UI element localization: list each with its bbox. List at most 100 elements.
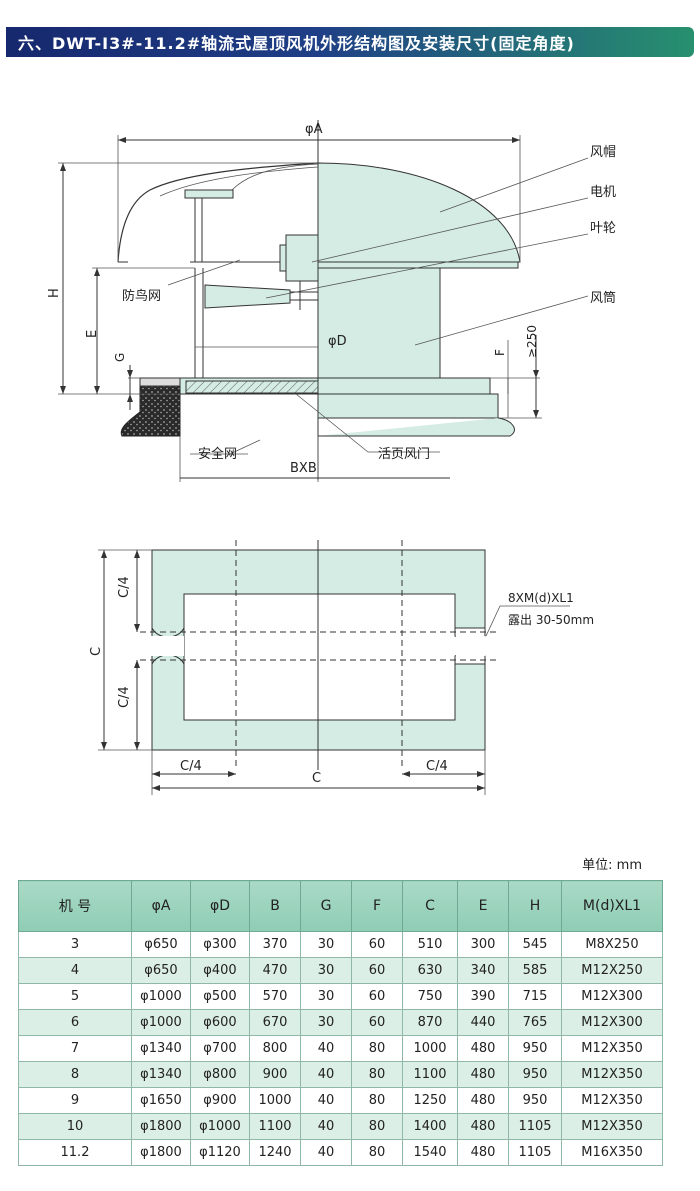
table-row: 7 φ1340 φ700 800 40 80 1000 480 950 M12X… <box>18 1035 663 1062</box>
cell: 1540 <box>402 1139 458 1166</box>
cell: 40 <box>300 1061 352 1088</box>
cell: φ1340 <box>131 1061 191 1088</box>
cell: 40 <box>300 1139 352 1166</box>
cell: 750 <box>402 983 458 1010</box>
impeller <box>204 284 291 309</box>
cell: 7 <box>18 1035 132 1062</box>
dim-c-bottom: C <box>312 771 321 786</box>
cell: 40 <box>300 1113 352 1140</box>
callout-hood: 风帽 <box>590 144 616 160</box>
table-row: 3 φ650 φ300 370 30 60 510 300 545 M8X250 <box>18 931 663 958</box>
cell: 80 <box>351 1139 403 1166</box>
dim-G: G <box>113 353 127 362</box>
col-A: φA <box>131 880 191 932</box>
col-C: C <box>402 880 458 932</box>
cell: φ800 <box>190 1061 250 1088</box>
page-title: 六、DWT-Ⅰ3#-11.2#轴流式屋顶风机外形结构图及安装尺寸(固定角度) <box>6 27 694 57</box>
cell: 900 <box>249 1061 301 1088</box>
col-bolt: M(d)XL1 <box>561 880 663 932</box>
cell: 60 <box>351 957 403 984</box>
unit-label: 单位: mm <box>582 858 642 873</box>
callout-duct: 风筒 <box>590 290 616 306</box>
cell: 40 <box>300 1035 352 1062</box>
dim-E: E <box>85 330 100 338</box>
cell: M8X250 <box>561 931 663 958</box>
cell: M12X300 <box>561 1009 663 1036</box>
cell: M12X250 <box>561 957 663 984</box>
cell: M16X350 <box>561 1139 663 1166</box>
dim-H: H <box>47 288 62 298</box>
cell: M12X350 <box>561 1087 663 1114</box>
cell: 950 <box>508 1087 562 1114</box>
table-row: 8 φ1340 φ800 900 40 80 1100 480 950 M12X… <box>18 1061 663 1088</box>
cell: 1100 <box>249 1113 301 1140</box>
cell: 800 <box>249 1035 301 1062</box>
cell: 1400 <box>402 1113 458 1140</box>
cell: 370 <box>249 931 301 958</box>
cell: M12X350 <box>561 1035 663 1062</box>
cell: 80 <box>351 1035 403 1062</box>
cell: 1105 <box>508 1139 562 1166</box>
cell: 480 <box>457 1087 509 1114</box>
cell: 5 <box>18 983 132 1010</box>
table-header-row: 机 号 φA φD B G F C E H M(d)XL1 <box>18 880 663 932</box>
col-G: G <box>300 880 352 932</box>
cell: M12X300 <box>561 983 663 1010</box>
cell: 11.2 <box>18 1139 132 1166</box>
cell: φ400 <box>190 957 250 984</box>
cell: φ650 <box>131 931 191 958</box>
table-row: 6 φ1000 φ600 670 30 60 870 440 765 M12X3… <box>18 1009 663 1036</box>
spec-table: 机 号 φA φD B G F C E H M(d)XL1 3 φ650 φ30… <box>18 880 663 1166</box>
cell: 715 <box>508 983 562 1010</box>
cell: φ1000 <box>131 983 191 1010</box>
callout-motor: 电机 <box>590 185 616 200</box>
cell: 1000 <box>249 1087 301 1114</box>
callout-impeller: 叶轮 <box>590 221 616 236</box>
cell: φ500 <box>190 983 250 1010</box>
cell: 765 <box>508 1009 562 1036</box>
fan-drawing: φA H E G φD F ≥250 BX <box>47 120 616 795</box>
cell: 470 <box>249 957 301 984</box>
cell: 80 <box>351 1061 403 1088</box>
cell: 1000 <box>402 1035 458 1062</box>
cell: 3 <box>18 931 132 958</box>
hood-right <box>317 162 521 263</box>
cell: 8 <box>18 1061 132 1088</box>
table-row: 10 φ1800 φ1000 1100 40 80 1400 480 1105 … <box>18 1113 663 1140</box>
hood-left <box>117 162 319 263</box>
cell: 630 <box>402 957 458 984</box>
dim-c4-bottom-right: C/4 <box>426 759 448 774</box>
callout-safety-net: 安全网 <box>198 446 237 462</box>
base-plan: C C/4 C/4 C/4 C/4 C 8XM(d)XL1 露出 30-50mm <box>89 540 594 795</box>
cell: 390 <box>457 983 509 1010</box>
cell: 440 <box>457 1009 509 1036</box>
cell: 30 <box>300 983 352 1010</box>
cell: φ1800 <box>131 1113 191 1140</box>
cell: φ700 <box>190 1035 250 1062</box>
roof-curb <box>120 377 181 437</box>
cell: 480 <box>457 1113 509 1140</box>
cell: 480 <box>457 1035 509 1062</box>
cell: 1100 <box>402 1061 458 1088</box>
duct <box>317 267 441 379</box>
cell: 80 <box>351 1113 403 1140</box>
cell: 950 <box>508 1061 562 1088</box>
col-H: H <box>508 880 562 932</box>
motor <box>285 234 319 282</box>
dim-c4-bottom-left: C/4 <box>180 759 202 774</box>
cell: 300 <box>457 931 509 958</box>
bolt-note-1: 8XM(d)XL1 <box>508 591 574 605</box>
cell: φ1000 <box>190 1113 250 1140</box>
cell: 510 <box>402 931 458 958</box>
cell: M12X350 <box>561 1113 663 1140</box>
cell: 1240 <box>249 1139 301 1166</box>
cell: 60 <box>351 1009 403 1036</box>
col-D: φD <box>190 880 250 932</box>
cell: 9 <box>18 1087 132 1114</box>
cell: φ1120 <box>190 1139 250 1166</box>
cell: 950 <box>508 1035 562 1062</box>
dim-c4-top: C/4 <box>117 576 132 598</box>
cell: 80 <box>351 1087 403 1114</box>
cell: φ300 <box>190 931 250 958</box>
table-row: 5 φ1000 φ500 570 30 60 750 390 715 M12X3… <box>18 983 663 1010</box>
